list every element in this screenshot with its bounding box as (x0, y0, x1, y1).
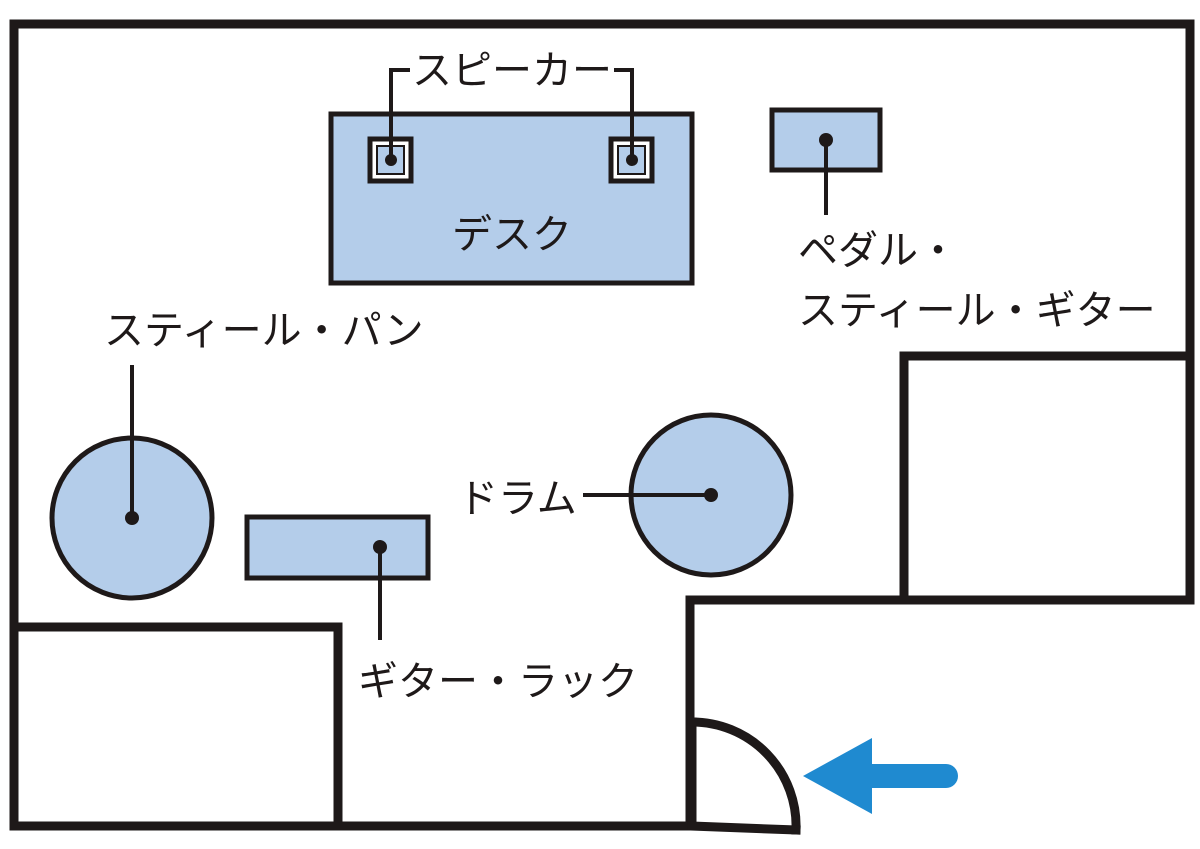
desk-group: スピーカー デスク (328, 48, 695, 286)
pedal-steel-guitar-label-line1: ペダル・ (798, 228, 958, 274)
outer-wall (9, 19, 1195, 831)
pedal-steel-guitar-group: ペダル・ スティール・ギター (769, 107, 1156, 334)
steel-pan-group: スティール・パン (49, 308, 424, 601)
left-closet-wall (9, 622, 343, 831)
guitar-rack (244, 514, 431, 581)
guitar-rack-label: ギター・ラック (358, 659, 638, 705)
arrow-head (803, 738, 872, 814)
guitar-rack-group: ギター・ラック (244, 514, 638, 705)
right-closet-wall (899, 351, 1195, 605)
left-arrow-icon (803, 738, 958, 814)
drum-label: ドラム (458, 476, 577, 522)
speaker-label: スピーカー (412, 48, 612, 94)
desk-label: デスク (452, 212, 572, 258)
steel-pan-label: スティール・パン (104, 308, 424, 354)
speaker-leader (389, 68, 634, 160)
door-arc (687, 717, 801, 835)
pedal-steel-guitar-label-line2: スティール・ギター (798, 288, 1156, 334)
drum-group: ドラム (458, 412, 794, 578)
walls (9, 19, 1195, 831)
door-threshold (687, 821, 801, 835)
door-swing-icon (687, 717, 801, 835)
